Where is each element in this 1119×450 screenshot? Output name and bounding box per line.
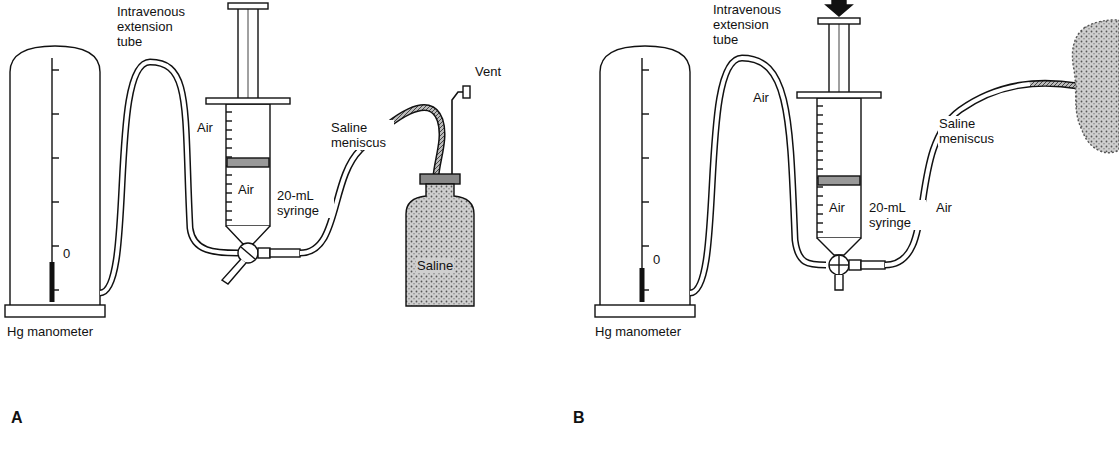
part-label: Hg manometer bbox=[594, 324, 682, 339]
content-label: Air bbox=[828, 200, 846, 215]
scale-tick bbox=[642, 157, 649, 158]
scale-tick bbox=[226, 120, 232, 121]
scale-tick bbox=[817, 141, 823, 142]
scale-tick bbox=[226, 201, 232, 202]
scale-tick bbox=[642, 113, 649, 114]
scale-tick bbox=[52, 69, 59, 70]
scale-tick bbox=[817, 168, 823, 169]
part-label: 20-mL syringe bbox=[868, 200, 926, 230]
scale-tick bbox=[642, 69, 649, 70]
scale-tick bbox=[226, 111, 232, 112]
content-label: Air bbox=[752, 90, 770, 105]
content-label: Air bbox=[196, 120, 214, 135]
scale-tick bbox=[817, 123, 823, 124]
scale-mark: 0 bbox=[652, 252, 661, 267]
scale-tick bbox=[817, 222, 823, 223]
part-label: Saline meniscus bbox=[330, 120, 394, 150]
scale-tick bbox=[226, 183, 232, 184]
scale-tick bbox=[817, 213, 823, 214]
scale-tick bbox=[817, 204, 823, 205]
scale-tick bbox=[226, 210, 232, 211]
scale-tick bbox=[52, 245, 59, 246]
part-label: 20-mL syringe bbox=[276, 188, 334, 218]
scale-tick bbox=[817, 231, 823, 232]
scale-tick bbox=[226, 147, 232, 148]
scale-tick bbox=[817, 150, 823, 151]
scale-tick bbox=[52, 113, 59, 114]
scale-tick bbox=[52, 157, 59, 158]
scale-tick bbox=[226, 192, 232, 193]
scale-tick bbox=[226, 129, 232, 130]
part-label: Saline meniscus bbox=[938, 116, 1002, 146]
panel-letter: A bbox=[10, 410, 24, 425]
scale-mark: 0 bbox=[62, 246, 71, 261]
scale-tick bbox=[642, 201, 649, 202]
content-label: Saline bbox=[416, 258, 454, 273]
scale-tick bbox=[226, 138, 232, 139]
part-label: Vent bbox=[474, 64, 502, 79]
content-label: Air bbox=[935, 200, 953, 215]
scale-tick bbox=[226, 219, 232, 220]
part-label: Intravenous extension tube bbox=[712, 2, 794, 47]
scale-tick bbox=[226, 174, 232, 175]
scale-tick bbox=[52, 201, 59, 202]
content-label: Air bbox=[237, 182, 255, 197]
scale-tick bbox=[817, 105, 823, 106]
scale-tick bbox=[817, 195, 823, 196]
scale-tick bbox=[817, 159, 823, 160]
scale-tick bbox=[642, 245, 649, 246]
scale-tick bbox=[817, 114, 823, 115]
panel-letter: B bbox=[572, 410, 586, 425]
part-label: Intravenous extension tube bbox=[116, 4, 198, 49]
scale-tick bbox=[817, 132, 823, 133]
part-label: Hg manometer bbox=[6, 324, 94, 339]
scale-tick bbox=[817, 186, 823, 187]
